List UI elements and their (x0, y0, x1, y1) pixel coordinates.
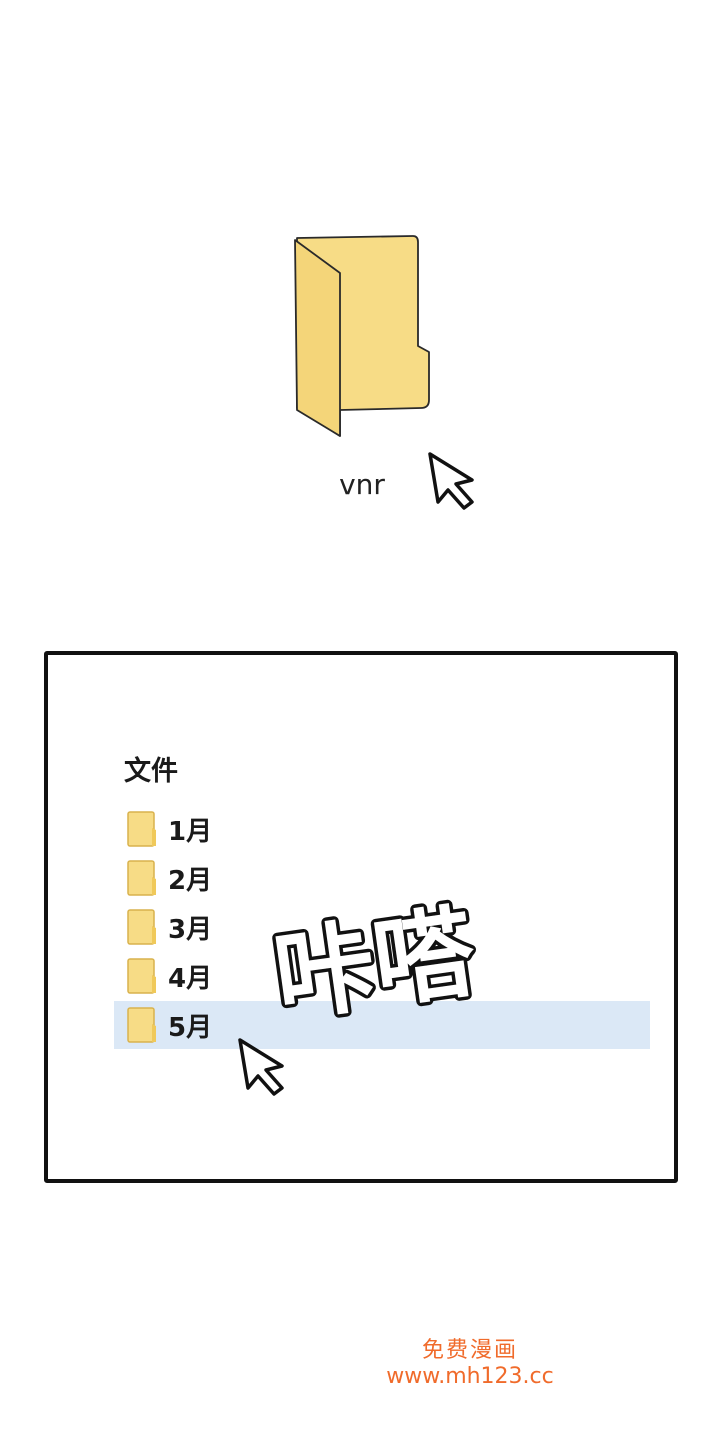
folder-name: 2月 (168, 865, 213, 896)
folder-label: vnr (339, 468, 385, 501)
list-item[interactable]: 2月 (114, 854, 650, 902)
file-window: 文件 1月 2月 3月 4月 5月 (44, 651, 678, 1183)
folder-name: 3月 (168, 914, 213, 945)
sound-effect-text: 咔嗒 (267, 893, 482, 1037)
sound-effect: 咔嗒 (264, 889, 486, 1040)
list-item-selected[interactable]: 5月 (114, 1001, 650, 1049)
folder-name: 1月 (168, 816, 213, 847)
mouse-pointer-icon (428, 452, 474, 510)
mouse-pointer-icon (238, 1038, 284, 1096)
watermark: 免费漫画 www.mh123.cc (340, 1332, 600, 1389)
folder-name: 5月 (168, 1012, 213, 1043)
window-title: 文件 (124, 756, 178, 787)
folder-icon (127, 860, 156, 896)
list-item[interactable]: 4月 (114, 952, 650, 1000)
folder-icon[interactable] (285, 228, 435, 443)
folder-name: 4月 (168, 963, 213, 994)
folder-list: 1月 2月 3月 4月 5月 (114, 805, 650, 1050)
watermark-line2[interactable]: www.mh123.cc (386, 1364, 554, 1389)
folder-icon (127, 909, 156, 945)
folder-icon (127, 811, 156, 847)
folder-icon (127, 958, 156, 994)
watermark-line1: 免费漫画 (421, 1338, 518, 1363)
list-item[interactable]: 1月 (114, 805, 650, 853)
folder-icon (127, 1007, 156, 1043)
list-item[interactable]: 3月 (114, 903, 650, 951)
